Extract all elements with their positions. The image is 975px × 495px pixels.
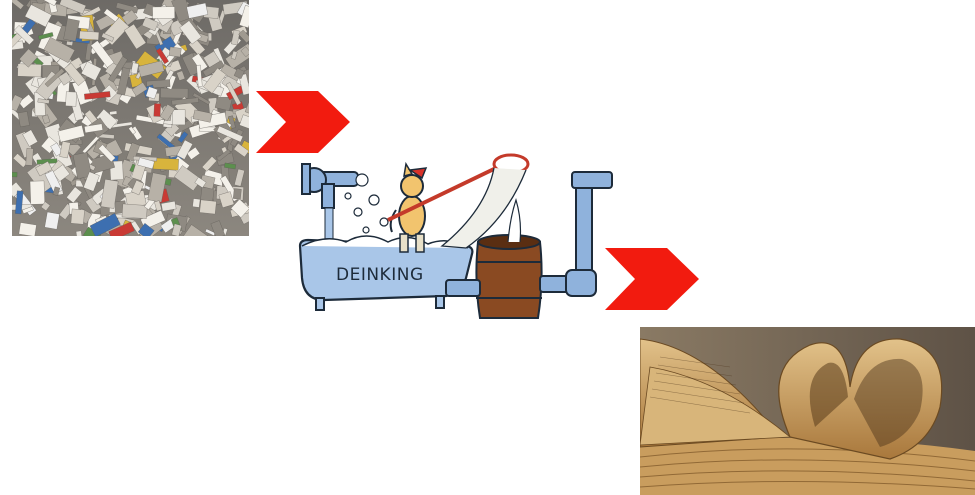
right-chevron-arrow-icon — [605, 248, 699, 310]
faucet-icon — [302, 164, 358, 208]
deinking-label: DEINKING — [336, 265, 424, 285]
book-pages-heart-image — [640, 327, 975, 495]
right-chevron-arrow-icon — [256, 91, 350, 153]
waste-paper-photo — [12, 0, 249, 236]
deinking-cartoon: DEINKING — [296, 150, 616, 322]
bathtub: DEINKING — [300, 236, 472, 310]
deinking-illustration: DEINKING — [296, 150, 616, 322]
waste-paper-pile-image — [12, 0, 249, 236]
book-heart-photo — [640, 327, 975, 495]
arrow-right-2 — [605, 248, 699, 310]
arrow-right-1 — [256, 91, 350, 153]
